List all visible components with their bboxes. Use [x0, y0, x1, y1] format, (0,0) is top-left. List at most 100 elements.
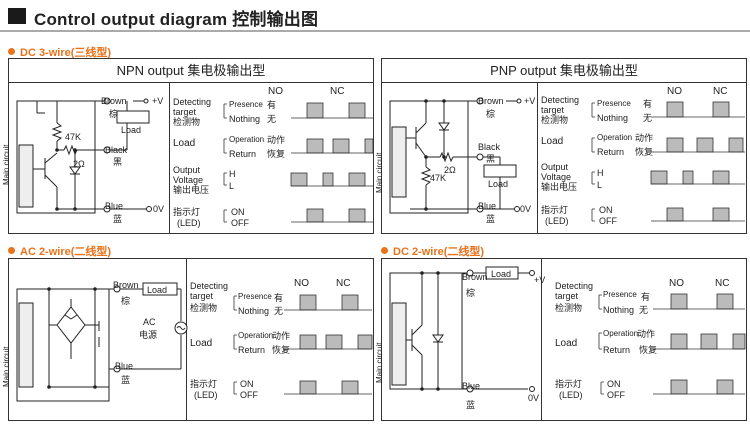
pnp-output: Output — [541, 162, 569, 172]
pnp-plus-v: +V — [524, 96, 536, 106]
dc2-return-cn: 恢复 — [639, 345, 658, 355]
ac-timing: NO NC Detecting target 检测物 Presence 有 No… — [186, 259, 374, 421]
pnp-title: PNP output 集电极输出型 — [382, 59, 746, 83]
npn-panel: NPN output 集电极输出型 — [2, 58, 374, 234]
dc2-main-circuit: Main circuit — [375, 342, 384, 383]
ac-operation: Operation — [238, 331, 274, 340]
npn-led: (LED) — [177, 218, 201, 228]
npn-output: Output — [173, 165, 201, 175]
ac-waveforms — [233, 294, 373, 395]
pnp-r2: 2Ω — [444, 165, 456, 175]
dc2-zero-v: 0V — [528, 393, 540, 403]
pnp-l: L — [597, 180, 603, 190]
pnp-presence-cn: 有 — [643, 99, 653, 109]
npn-timing: NO NC Detecting target 检测物 Presence 有 No… — [169, 83, 374, 234]
npn-return-cn: 恢复 — [267, 149, 286, 159]
npn-presence: Presence — [229, 100, 263, 109]
dc2-waveforms — [598, 293, 746, 395]
pnp-divider — [537, 83, 538, 234]
ac-return: Return — [238, 345, 266, 355]
npn-r2: 2Ω — [73, 159, 85, 169]
npn-black-label: Black — [105, 145, 128, 155]
dc2-target-cn: 检测物 — [555, 303, 583, 313]
npn-detecting: Detecting — [173, 97, 212, 107]
pnp-operation-cn: 动作 — [635, 133, 654, 143]
pnp-target-cn: 检测物 — [541, 115, 569, 125]
npn-zero-v: 0V — [153, 204, 165, 214]
pnp-blue-cn: 蓝 — [486, 214, 496, 224]
ac-nc-label: NC — [336, 278, 351, 289]
section-dot-icon — [8, 48, 15, 55]
npn-h: H — [229, 169, 236, 179]
pnp-led: (LED) — [545, 216, 569, 226]
header-bar-mark — [8, 8, 26, 24]
dc2-indicator-cn: 指示灯 — [555, 379, 583, 389]
pnp-off: OFF — [599, 216, 617, 226]
npn-target: target — [173, 107, 197, 117]
pnp-presence: Presence — [597, 99, 631, 108]
section-dc2-label: DC 2-wire(二线型) — [393, 246, 485, 258]
npn-operation-cn: 动作 — [267, 135, 286, 145]
dc2-target: target — [555, 291, 579, 301]
dc2-return: Return — [603, 345, 631, 355]
ac-divider — [186, 259, 187, 421]
pnp-load-label: Load — [488, 179, 509, 189]
ac-on: ON — [240, 379, 254, 389]
npn-return: Return — [229, 149, 257, 159]
dc2-no-label: NO — [669, 278, 684, 289]
pnp-indicator-cn: 指示灯 — [541, 205, 569, 215]
dc2-nc-label: NC — [715, 278, 730, 289]
ac-detecting: Detecting — [190, 281, 229, 291]
dc2-on: ON — [607, 379, 621, 389]
dc2-off: OFF — [607, 390, 625, 400]
dc2-led: (LED) — [559, 390, 583, 400]
npn-no-label: NO — [268, 86, 283, 97]
pnp-nc-label: NC — [713, 86, 728, 97]
npn-brown-cn: 棕 — [109, 109, 119, 119]
ac-off: OFF — [240, 390, 258, 400]
ac-load-label: Load — [147, 285, 168, 295]
pnp-zero-v: 0V — [520, 204, 532, 214]
dc2-timing: NO NC Detecting target 检测物 Presence 有 No… — [541, 259, 747, 421]
pnp-r47k: 47K — [430, 173, 447, 183]
ac-presence-cn: 有 — [274, 293, 284, 303]
ac-led: (LED) — [194, 390, 218, 400]
npn-off: OFF — [231, 218, 249, 228]
npn-presence-cn: 有 — [267, 100, 277, 110]
pnp-brown-label: Brown — [478, 96, 504, 106]
section-dc3-label: DC 3-wire(三线型) — [20, 47, 112, 59]
dc2-operation: Operation — [603, 329, 639, 338]
pnp-operation: Operation — [597, 133, 633, 142]
npn-black-cn: 黑 — [113, 157, 123, 167]
pnp-voltage-cn: 输出电压 — [541, 182, 578, 192]
dc2-presence-cn: 有 — [641, 292, 651, 302]
npn-r47k: 47K — [65, 132, 82, 142]
npn-plus-v: +V — [152, 96, 164, 106]
section-ac2: AC 2-wire(二线型) — [8, 243, 111, 259]
pnp-nothing: Nothing — [597, 113, 629, 123]
ac-ac-cn: 电源 — [139, 330, 158, 340]
dc2-load-label: Load — [491, 269, 512, 279]
npn-on: ON — [231, 207, 245, 217]
npn-operation: Operation — [229, 135, 265, 144]
dc2-load: Load — [555, 338, 578, 349]
npn-voltage: Voltage — [173, 175, 204, 185]
pnp-on: ON — [599, 205, 613, 215]
npn-blue-label: Blue — [105, 201, 124, 211]
section-dot-icon — [381, 247, 388, 254]
ac-target: target — [190, 291, 214, 301]
npn-title: NPN output 集电极输出型 — [9, 59, 373, 83]
npn-circuit — [16, 97, 152, 214]
page-header: Control output diagram 控制输出图 — [0, 0, 750, 32]
ac-blue-label: Blue — [115, 361, 134, 371]
dc2-brown-cn: 棕 — [466, 288, 476, 298]
ac-return-cn: 恢复 — [272, 345, 291, 355]
page-title: Control output diagram 控制输出图 — [34, 10, 319, 29]
dc2-nothing-cn: 无 — [639, 305, 649, 315]
dc2-circuit — [389, 266, 535, 393]
pnp-load: Load — [541, 136, 564, 147]
npn-indicator-cn: 指示灯 — [173, 207, 201, 217]
npn-divider — [169, 83, 170, 234]
pnp-brown-cn: 棕 — [486, 109, 496, 119]
dc2-blue-cn: 蓝 — [466, 400, 476, 410]
